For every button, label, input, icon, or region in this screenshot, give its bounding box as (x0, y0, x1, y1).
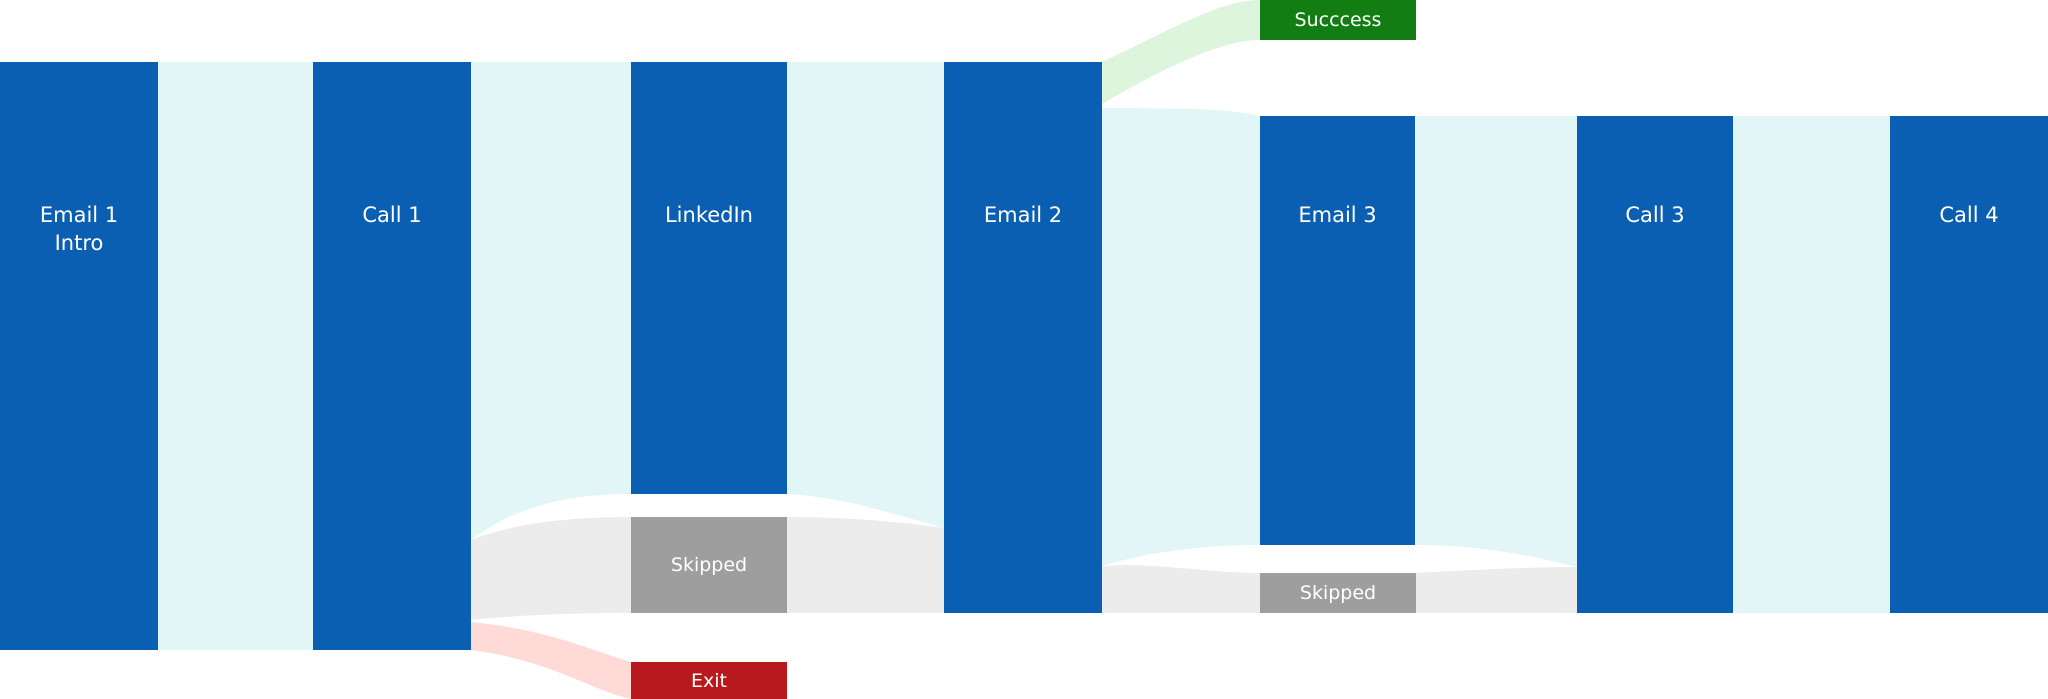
node-call-1-label: Call 1 (362, 203, 422, 227)
node-success: Succcess (1260, 0, 1416, 40)
node-success-label: Succcess (1294, 9, 1382, 31)
node-call-3: Call 3 (1577, 116, 1733, 613)
node-skipped-1: Skipped (631, 517, 787, 613)
flow-linkedin-to-email2 (787, 62, 944, 528)
node-exit-label: Exit (691, 669, 727, 692)
flow-email1-to-call1 (158, 62, 313, 650)
node-call-4-label: Call 4 (1939, 203, 1999, 227)
flow-skipped-to-email2 (787, 517, 944, 613)
flow-email2-to-email3 (1102, 108, 1260, 566)
flow-call1-to-linkedin (471, 62, 631, 540)
node-call-3-label: Call 3 (1625, 203, 1685, 227)
node-email-1-intro-label: Email 1 Intro (39, 203, 119, 255)
flow-email2-to-success (1102, 0, 1260, 104)
flow-email2-to-skipped (1102, 565, 1260, 613)
node-email-2-label: Email 2 (983, 203, 1063, 227)
flow-call3-to-call4 (1733, 116, 1890, 613)
node-call-1: Call 1 (313, 62, 471, 650)
flow-skipped-to-call3 (1415, 567, 1577, 613)
flow-email3-to-call3 (1415, 116, 1577, 567)
node-skipped-2: Skipped (1260, 573, 1416, 613)
node-linkedin-label: LinkedIn (664, 203, 753, 227)
flow-call1-to-skipped (471, 517, 631, 620)
node-email-2: Email 2 (944, 62, 1102, 613)
node-call-4: Call 4 (1890, 116, 2048, 613)
node-email-3: Email 3 (1260, 116, 1415, 545)
node-email-3-label: Email 3 (1298, 203, 1377, 227)
flow-call1-to-exit (471, 622, 631, 699)
node-skipped-1-label: Skipped (670, 554, 748, 576)
node-email-1-intro: Email 1 Intro (0, 62, 158, 650)
node-skipped-2-label: Skipped (1299, 582, 1377, 604)
node-exit: Exit (631, 662, 787, 699)
node-linkedin: LinkedIn (631, 62, 787, 494)
